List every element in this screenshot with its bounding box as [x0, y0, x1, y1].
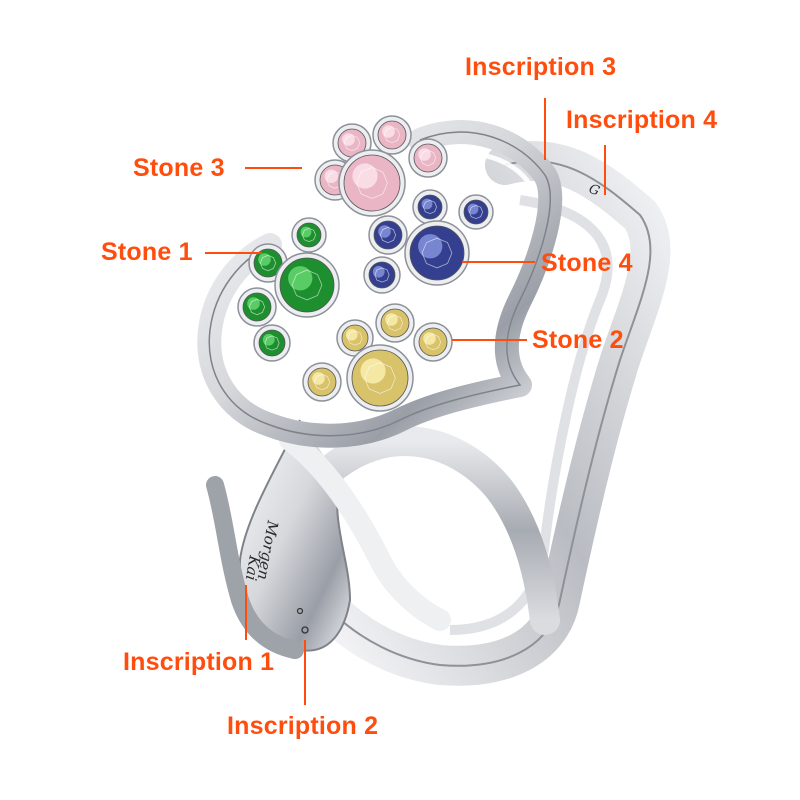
- label-stone-1: Stone 1: [101, 238, 193, 266]
- label-inscription-1: Inscription 1: [123, 648, 275, 676]
- green-stone-toe-2: [237, 287, 277, 327]
- label-inscription-2: Inscription 2: [227, 712, 379, 740]
- inscription-4-engraving: G: [587, 182, 602, 200]
- label-stone-2: Stone 2: [532, 326, 624, 354]
- label-stone-4: Stone 4: [541, 249, 633, 277]
- stone-2-paw: [302, 303, 453, 412]
- blue-stone-toe-2: [363, 256, 401, 294]
- pink-stone-toe-3: [372, 115, 412, 155]
- label-stone-3: Stone 3: [133, 154, 225, 182]
- ring-band: [206, 141, 671, 686]
- green-stone-toe-4: [291, 217, 327, 253]
- blue-stone-toe-4: [458, 194, 494, 230]
- yellow-stone-main: [346, 344, 414, 412]
- inscription-1-engraving: Kai: [242, 553, 264, 582]
- yellow-stone-toe-1: [302, 362, 342, 402]
- yellow-stone-toe-2: [336, 319, 374, 357]
- green-stone-main: [274, 252, 340, 318]
- blue-stone-toe-1: [368, 215, 408, 255]
- blue-stone-main: [404, 220, 470, 286]
- stone-1-paw: [237, 217, 340, 362]
- paw-clusters: [237, 115, 494, 412]
- pink-stone-toe-4: [408, 138, 448, 178]
- stone-4-paw: [363, 189, 494, 294]
- pink-stone-main: [338, 149, 406, 217]
- green-stone-toe-3: [253, 324, 291, 362]
- yellow-stone-toe-4: [413, 322, 453, 362]
- label-inscription-3: Inscription 3: [465, 53, 617, 81]
- leader-lines: [205, 98, 606, 705]
- label-inscription-4: Inscription 4: [566, 106, 718, 134]
- yellow-stone-toe-3: [375, 303, 415, 343]
- inscription-dot-1: [301, 626, 309, 634]
- inscription-dot-2: [296, 607, 304, 615]
- stone-3-paw: [314, 115, 448, 217]
- blue-stone-toe-3: [412, 189, 448, 225]
